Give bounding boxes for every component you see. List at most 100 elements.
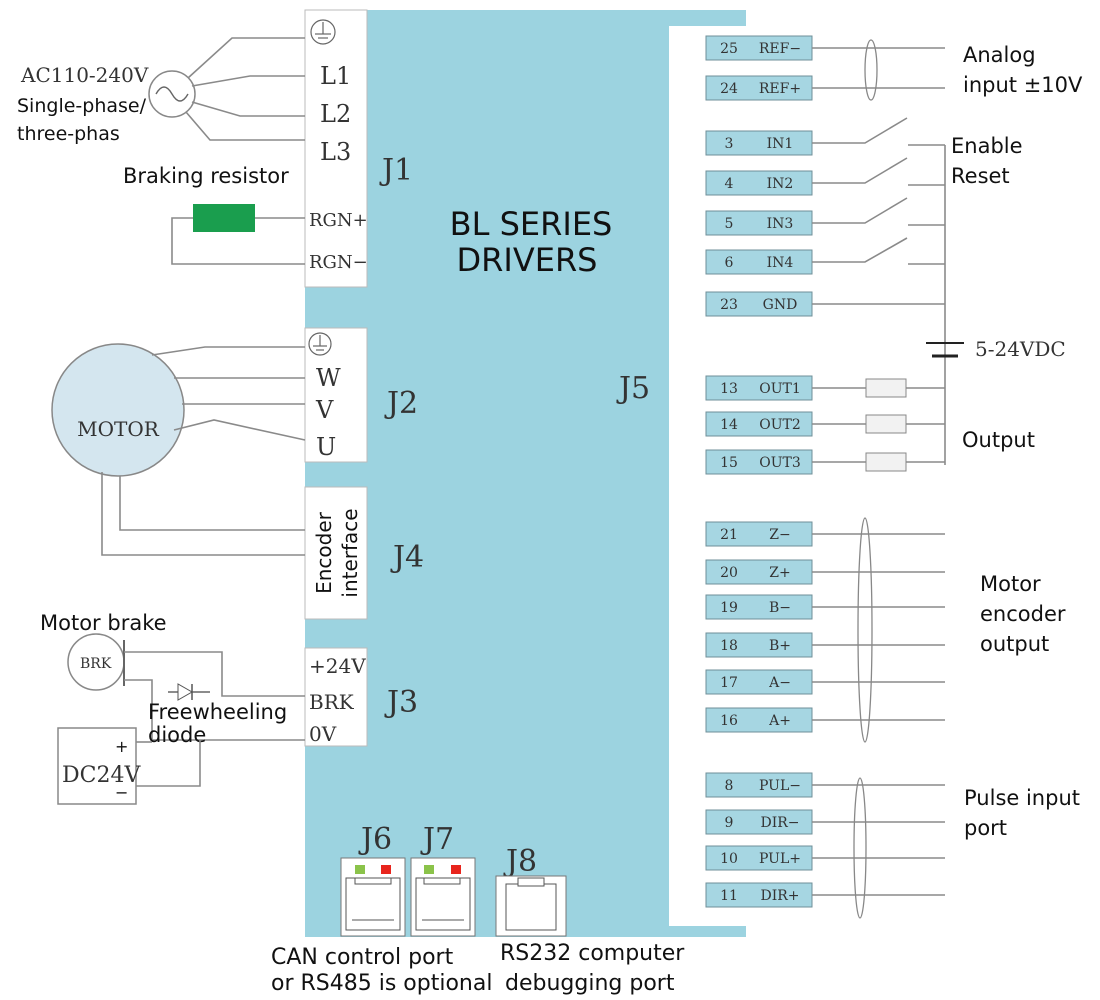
can-port-label-line1: CAN control port	[271, 945, 454, 970]
j6-rj45-port	[340, 857, 406, 937]
j5-pin-number: 8	[725, 778, 734, 794]
brake-coil-label: BRK	[80, 656, 112, 672]
j5-pin-number: 17	[720, 675, 738, 691]
j4-label-line2: interface	[338, 508, 362, 597]
j5-pin-name: IN1	[767, 136, 794, 152]
j5-pin-number: 6	[725, 255, 734, 271]
j5-pin-box	[705, 291, 813, 317]
j1-terminal-rgn-plus: RGN+	[309, 210, 368, 231]
can-port-label-line2: or RS485 is optional	[271, 971, 492, 996]
j5-pin-15: 15 OUT3	[705, 449, 813, 475]
j5-pin-10: 10 PUL+	[705, 845, 813, 871]
motor-brake-label: Motor brake	[40, 611, 167, 635]
j5-pin-number: 11	[720, 888, 738, 904]
j2-terminal-v: V	[315, 396, 334, 424]
output-load-1	[865, 378, 907, 398]
ground-icon	[310, 19, 336, 45]
j5-pin-25: 25 REF−	[705, 35, 813, 61]
j5-pin-name: OUT3	[759, 455, 801, 471]
j1-terminal-l2: L2	[320, 100, 351, 128]
j5-pin-name: PUL+	[759, 851, 801, 867]
j5-pin-box	[705, 669, 813, 695]
j5-pin-box	[705, 249, 813, 275]
j5-pin-name: Z+	[769, 565, 790, 581]
j5-pin-18: 18 B+	[705, 632, 813, 658]
j5-pin-box	[705, 559, 813, 585]
j8-rs232-port	[495, 875, 567, 937]
j5-pin-number: 5	[725, 216, 734, 232]
j5-pin-box	[705, 449, 813, 475]
j5-pin-name: REF+	[759, 81, 801, 97]
connector-label-j5: J5	[616, 371, 650, 406]
j3-terminal-brk: BRK	[309, 690, 355, 714]
j5-pin-number: 18	[720, 638, 738, 654]
j5-pin-24: 24 REF+	[705, 75, 813, 101]
j5-pin-number: 4	[725, 176, 734, 192]
j5-pin-number: 15	[720, 455, 738, 471]
j5-pin-name: OUT2	[759, 417, 801, 433]
ac-voltage-label: AC110-240V	[20, 63, 149, 87]
j5-pin-name: A+	[768, 713, 791, 729]
supply-label: 5-24VDC	[975, 337, 1066, 361]
j2-panel	[304, 327, 368, 463]
j5-pin-13: 13 OUT1	[705, 375, 813, 401]
j5-pin-box	[705, 845, 813, 871]
j5-pin-name: GND	[763, 297, 798, 313]
j5-pin-box	[705, 707, 813, 733]
braking-resistor	[193, 204, 255, 232]
connector-label-j6: J6	[358, 822, 392, 857]
j5-pin-name: B+	[769, 638, 791, 654]
pulse-label-line1: Pulse input	[964, 786, 1080, 810]
j1-terminal-l1: L1	[320, 62, 351, 90]
j5-pin-number: 23	[720, 297, 738, 313]
j5-pin-number: 24	[720, 81, 738, 97]
j5-pin-number: 10	[720, 851, 738, 867]
j5-pin-name: PUL−	[759, 778, 801, 794]
j5-pin-name: OUT1	[759, 381, 801, 397]
enable-label: Enable	[951, 134, 1023, 158]
reset-label: Reset	[951, 164, 1010, 188]
j5-pin-name: A−	[768, 675, 791, 691]
dc24v-plus: +	[115, 737, 128, 756]
output-load-3	[865, 452, 907, 472]
j5-pin-number: 13	[720, 381, 738, 397]
j1-terminal-rgn-minus: RGN−	[309, 252, 368, 273]
analog-label-line2: input ±10V	[963, 73, 1083, 97]
connector-label-j3: J3	[384, 685, 418, 720]
ac-phase-label-line2: three-phas	[17, 123, 120, 145]
freewheeling-label-line2: diode	[148, 723, 206, 747]
j3-terminal-24v: +24V	[309, 654, 366, 678]
j5-pin-box	[705, 632, 813, 658]
connector-label-j4: J4	[390, 540, 424, 575]
j3-panel	[304, 647, 368, 747]
j5-pin-name: Z−	[769, 527, 790, 543]
analog-label-line1: Analog	[963, 43, 1036, 67]
dc24v-minus: −	[115, 783, 128, 802]
j5-pin-number: 25	[720, 41, 738, 57]
j5-pin-box	[705, 130, 813, 156]
freewheeling-diode	[168, 683, 210, 701]
encoder-label-line1: Motor	[980, 572, 1041, 596]
j5-pin-name: REF−	[759, 41, 801, 57]
drive-title-line2: DRIVERS	[457, 241, 598, 279]
j4-label-line1: Encoder	[312, 511, 336, 594]
connector-label-j2: J2	[384, 386, 418, 421]
encoder-label-line2: encoder	[980, 602, 1066, 626]
j5-pin-box	[705, 594, 813, 620]
connector-label-j8: J8	[503, 844, 537, 879]
output-load-2	[865, 414, 907, 434]
j5-pin-box	[705, 210, 813, 236]
j5-pin-name: IN2	[767, 176, 794, 192]
j5-pin-box	[705, 411, 813, 437]
ground-icon	[308, 332, 332, 356]
